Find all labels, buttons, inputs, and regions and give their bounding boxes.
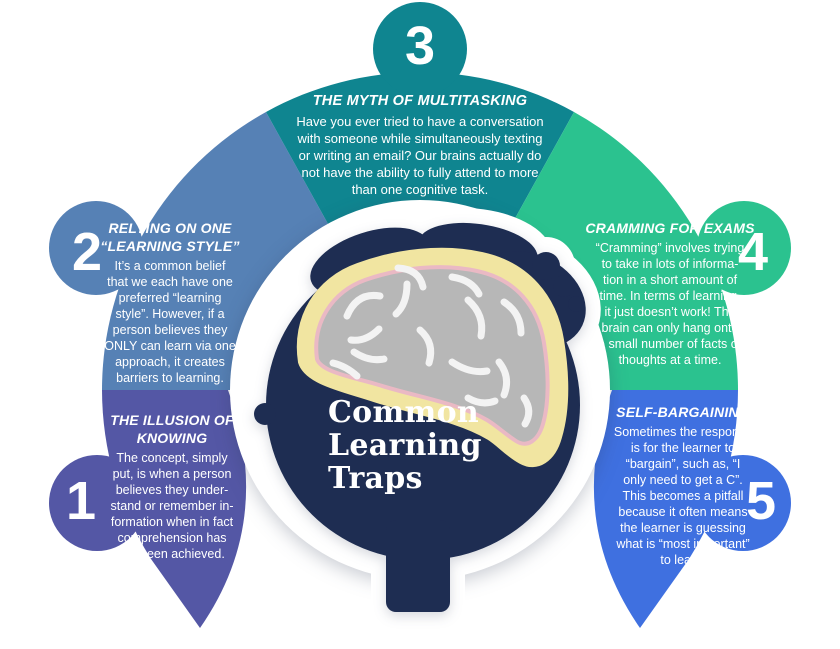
hair-curl-3	[568, 296, 584, 312]
center-title: Common Learning Traps	[328, 395, 482, 496]
section-4-body: “Cramming” involves trying to take in lo…	[595, 241, 745, 367]
section-5-title: SELF-BARGAINING	[616, 404, 750, 420]
section-2-block: RELYING ON ONE “LEARNING STYLE” It’s a c…	[84, 219, 256, 386]
section-1-title: THE ILLUSION OF KNOWING	[110, 412, 234, 446]
section-3-block: THE MYTH OF MULTITASKING Have you ever t…	[240, 92, 600, 198]
hair-curl-2	[553, 275, 575, 297]
section-1-number: 1	[65, 471, 97, 531]
neck	[386, 520, 450, 612]
section-4-title: CRAMMING FOR EXAMS	[585, 220, 755, 236]
ear	[254, 403, 276, 425]
section-2-title: RELYING ON ONE “LEARNING STYLE”	[100, 220, 240, 254]
section-4-number-bubble	[697, 201, 791, 295]
section-5-body: Sometimes the response is for the learne…	[613, 425, 753, 567]
section-1-number-bubble	[49, 455, 145, 551]
section-1-block: THE ILLUSION OF KNOWING The concept, sim…	[86, 411, 258, 562]
section-5-block: SELF-BARGAINING Sometimes the response i…	[597, 403, 769, 568]
section-3-title: THE MYTH OF MULTITASKING	[312, 93, 528, 109]
section-1-petal	[102, 390, 247, 628]
section-3-body: Have you ever tried to have a conversati…	[296, 114, 544, 197]
section-2-number: 2	[71, 222, 103, 282]
section-5-petal	[593, 390, 738, 628]
brain-fold-lines	[329, 264, 533, 428]
section-5-number: 5	[745, 471, 777, 531]
section-2-number-bubble	[49, 201, 143, 295]
section-5-number-bubble	[695, 455, 791, 551]
section-3-number-bubble	[373, 2, 467, 96]
section-3-number: 3	[404, 16, 436, 76]
section-2-body: It’s a common belief that we each have o…	[104, 259, 236, 385]
section-4-block: CRAMMING FOR EXAMS “Cramming” involves t…	[584, 219, 756, 368]
section-1-body: The concept, simply put, is when a perso…	[110, 451, 234, 561]
hair-curl-1	[532, 252, 560, 280]
section-4-number: 4	[737, 222, 769, 282]
